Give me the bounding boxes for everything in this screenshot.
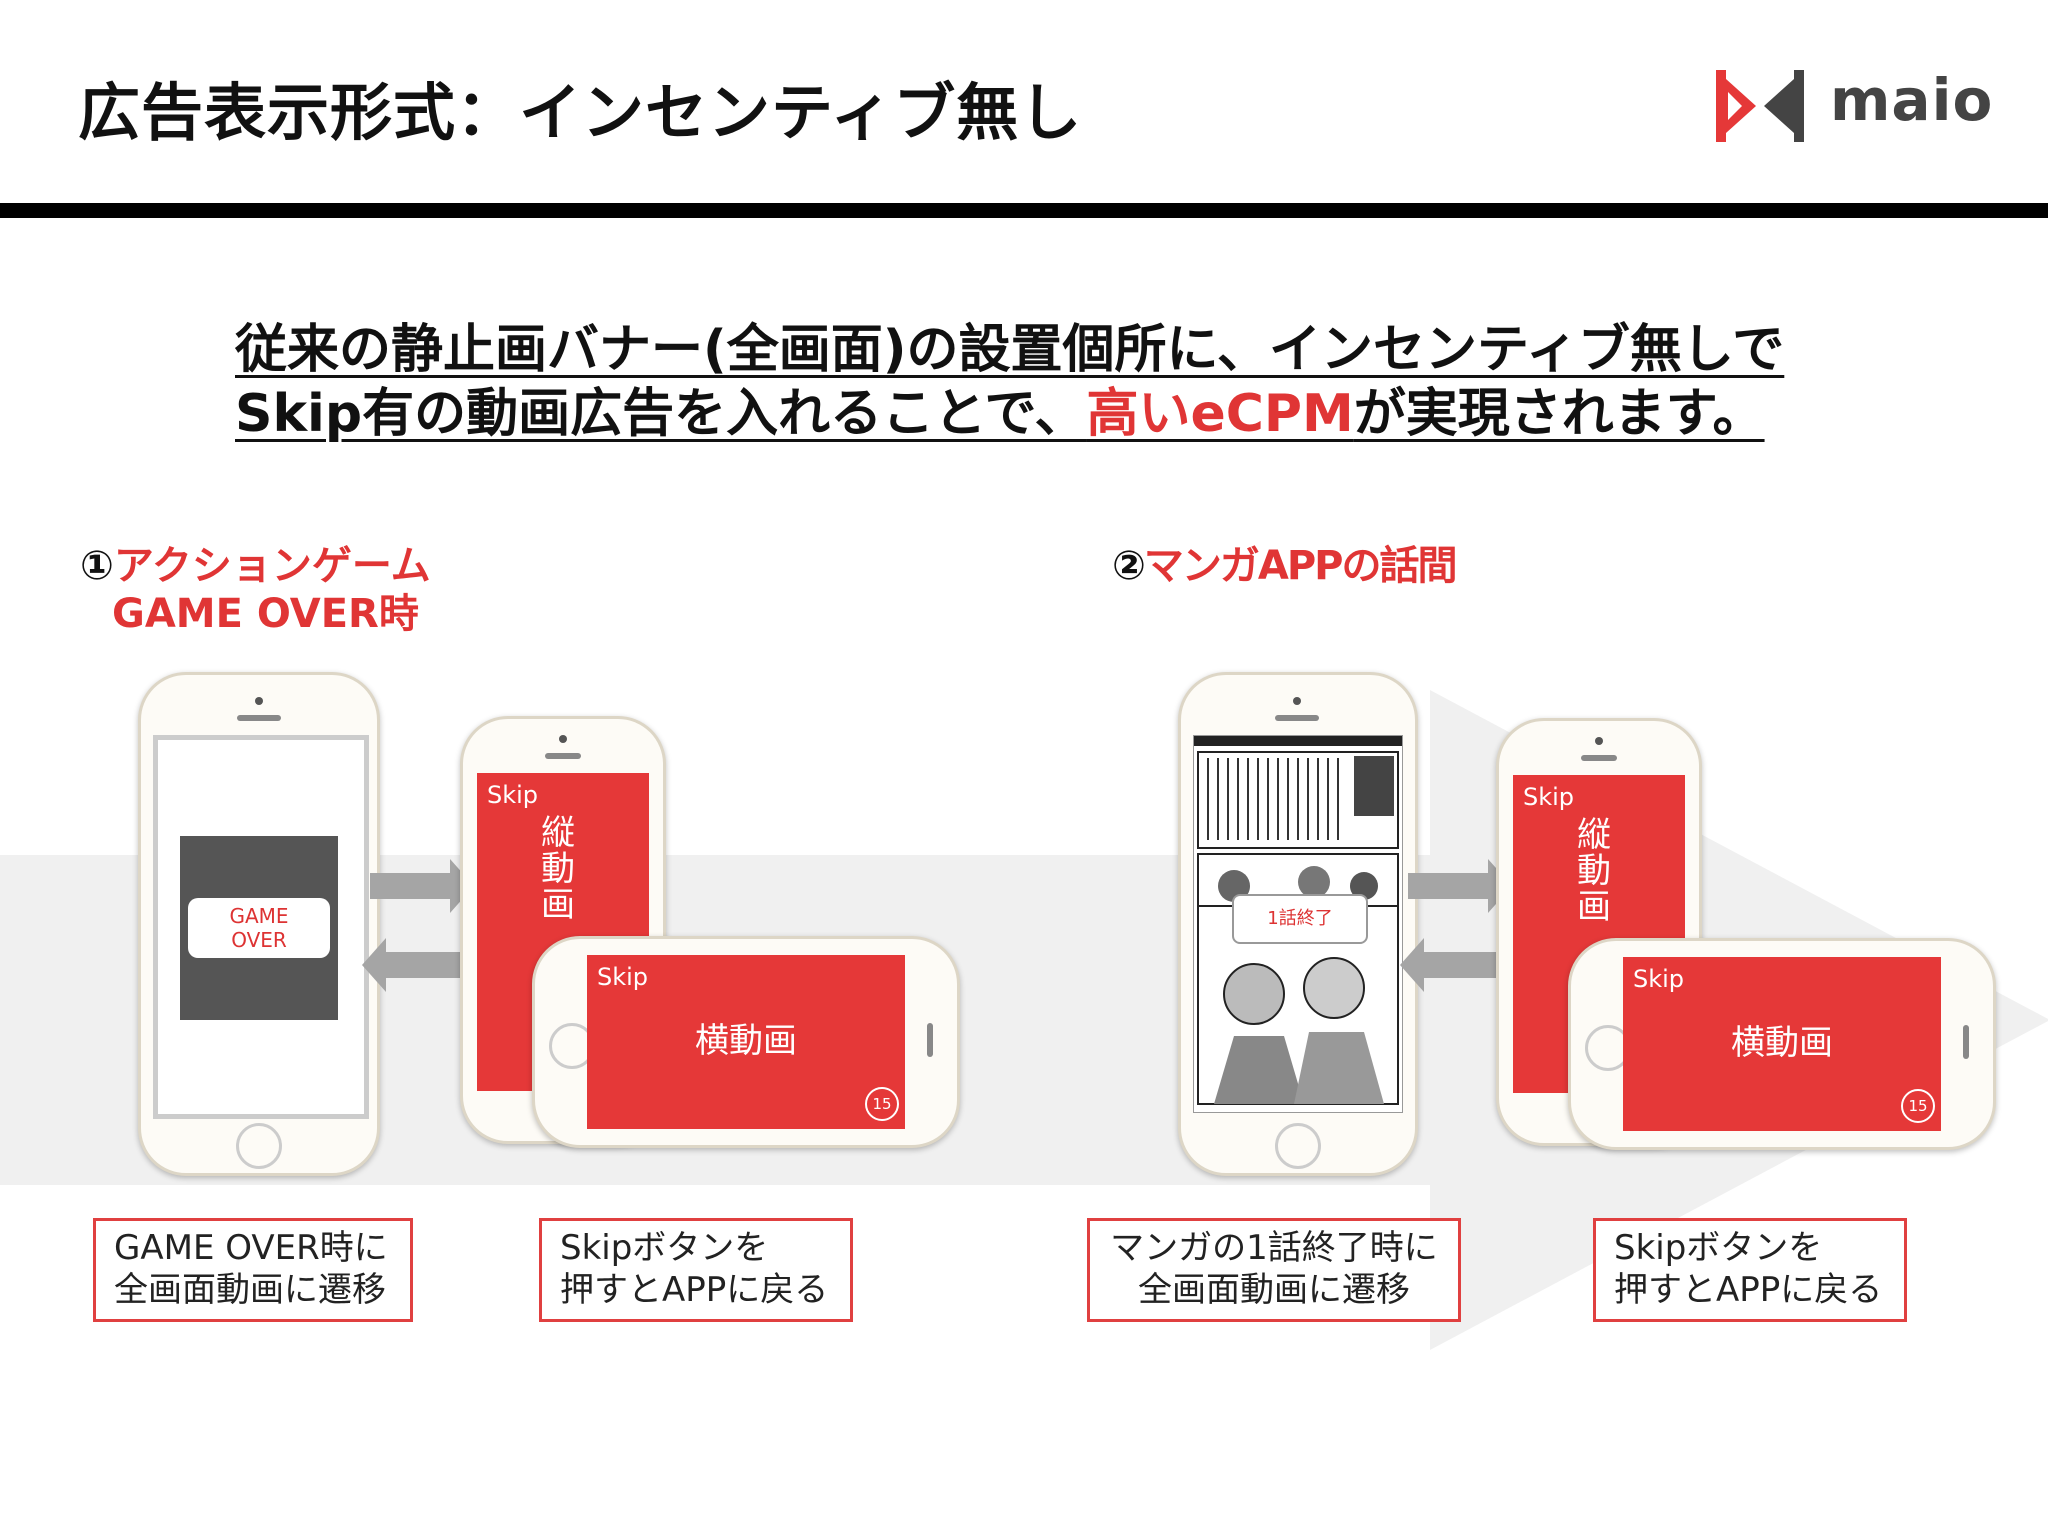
page-title: 広告表示形式：インセンティブ無し (78, 76, 1083, 149)
caption-manga-end: マンガの1話終了時に 全画面動画に遷移 (1087, 1218, 1461, 1322)
caption-skip-return: Skipボタンを 押すとAPPに戻る (539, 1218, 853, 1322)
phone-speaker (927, 1023, 933, 1057)
arrow-left-icon (1400, 938, 1504, 992)
phone-speaker (237, 715, 281, 721)
phone-horizontal-video: Skip 横動画 15 (532, 936, 960, 1148)
headline-line-2: Skip有の動画広告を入れることで、高いeCPMが実現されます。 (235, 382, 1765, 446)
skip-button[interactable]: Skip (597, 963, 649, 991)
phone-speaker (1581, 755, 1617, 761)
arrow-right-icon (1408, 859, 1512, 913)
skip-button[interactable]: Skip (1633, 965, 1685, 993)
headline-highlight: 高いeCPM (1086, 384, 1354, 444)
maio-logo-icon (1716, 70, 1804, 142)
vertical-video-label: 縦動画 (541, 813, 575, 925)
phone-gameover: GAME OVER (138, 672, 380, 1176)
phone-speaker (1963, 1025, 1969, 1059)
phone-camera (1595, 737, 1603, 745)
caption-skip-return-2: Skipボタンを 押すとAPPに戻る (1593, 1218, 1907, 1322)
phone-camera (1293, 697, 1301, 705)
phone-speaker (545, 753, 581, 759)
horizontal-video-screen: Skip 横動画 15 (587, 955, 905, 1129)
caption-gameover: GAME OVER時に 全画面動画に遷移 (93, 1218, 413, 1322)
phone-camera (255, 697, 263, 705)
gameover-line2: OVER (231, 928, 287, 952)
maio-logo: maio (1712, 66, 1992, 146)
phone-horizontal-video-2: Skip 横動画 15 (1568, 938, 1996, 1150)
logo-wordmark: maio (1830, 66, 1994, 134)
gameover-panel: GAME OVER (180, 836, 338, 1020)
section2-number: ② (1112, 543, 1146, 589)
phone-manga: 1話終了 (1178, 672, 1418, 1176)
header-divider (0, 203, 2048, 218)
headline-line-2-pre: Skip有の動画広告を入れることで、 (235, 384, 1087, 444)
section1-title-line1: アクションゲーム (113, 543, 431, 589)
headline-line-2-post: が実現されます。 (1353, 384, 1765, 444)
gameover-dialog[interactable]: GAME OVER (188, 898, 330, 958)
gameover-line1: GAME (229, 904, 289, 928)
caption-line1: マンガの1話終了時に (1110, 1228, 1438, 1268)
caption-line2: 全画面動画に遷移 (1138, 1270, 1410, 1310)
section1-title-line2: GAME OVER時 (112, 591, 419, 637)
headline: 従来の静止画バナー(全画面)の設置個所に、インセンティブ無しで Skip有の動画… (235, 318, 1784, 446)
caption-line2: 全画面動画に遷移 (114, 1270, 386, 1310)
countdown-badge: 15 (865, 1087, 899, 1121)
caption-line2: 押すとAPPに戻る (560, 1270, 829, 1310)
manga-chapter-end-popup[interactable]: 1話終了 (1232, 894, 1368, 944)
home-button (236, 1123, 282, 1169)
horizontal-video-label: 横動画 (695, 1021, 797, 1061)
vertical-video-label: 縦動画 (1577, 815, 1611, 927)
countdown-badge: 15 (1901, 1089, 1935, 1123)
caption-line1: GAME OVER時に (114, 1228, 388, 1268)
home-button (1275, 1123, 1321, 1169)
section1-number: ① (80, 543, 114, 589)
skip-button[interactable]: Skip (487, 781, 539, 809)
gameover-screen: GAME OVER (153, 735, 369, 1119)
horizontal-video-screen: Skip 横動画 15 (1623, 957, 1941, 1131)
arrow-left-icon (362, 938, 468, 992)
horizontal-video-label: 横動画 (1731, 1023, 1833, 1063)
caption-line2: 押すとAPPに戻る (1614, 1270, 1883, 1310)
section2-title-text: マンガAPPの話間 (1143, 543, 1458, 589)
caption-line1: Skipボタンを (1614, 1228, 1823, 1268)
phone-camera (559, 735, 567, 743)
arrow-right-icon (370, 859, 474, 913)
headline-line-1: 従来の静止画バナー(全画面)の設置個所に、インセンティブ無しで (235, 320, 1785, 380)
phone-speaker (1275, 715, 1319, 721)
skip-button[interactable]: Skip (1523, 783, 1575, 811)
manga-screen: 1話終了 (1193, 735, 1403, 1113)
section2-title: ②マンガAPPの話間 (1112, 542, 1458, 590)
caption-line1: Skipボタンを (560, 1228, 769, 1268)
section1-title: ①アクションゲーム GAME OVER時 (80, 542, 431, 638)
